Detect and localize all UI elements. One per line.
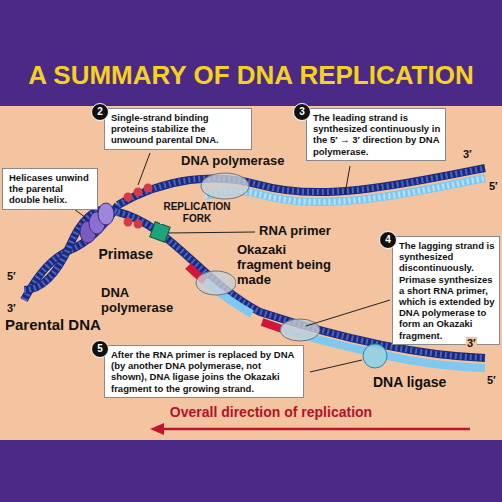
rna-primer: [262, 322, 282, 329]
part-label: 3′: [466, 337, 477, 350]
arrow-head: [150, 423, 164, 435]
callout-text: The lagging strand is synthesized discon…: [399, 240, 495, 341]
dna-polymerase: [280, 319, 320, 341]
callout-box: 4The lagging strand is synthesized disco…: [392, 236, 500, 345]
salmon-panel: [0, 106, 502, 440]
part-label: 5′: [488, 180, 499, 193]
direction-arrow: [162, 428, 470, 431]
primase: [150, 222, 171, 243]
callout-text: Single-strand binding proteins stabilize…: [111, 112, 247, 146]
part-label: REPLICATION FORK: [160, 201, 234, 224]
leader-line: [168, 232, 255, 233]
callout-number: 3: [293, 103, 311, 121]
dna-polymerase: [196, 271, 236, 295]
callout-box: 5After the RNA primer is replaced by DNA…: [104, 345, 304, 398]
parental-rungs: [118, 168, 485, 205]
callout-text: After the RNA primer is replaced by DNA …: [111, 349, 299, 394]
part-label: DNA ligase: [372, 374, 447, 390]
ssb-protein: [134, 188, 143, 197]
part-label: 3′: [462, 148, 473, 161]
leader-line: [306, 300, 390, 326]
callout-box: 3The leading strand is synthesized conti…: [306, 108, 446, 161]
callout-text: The leading strand is synthesized contin…: [313, 112, 441, 157]
callout-number: 2: [91, 103, 109, 121]
callout-text: Helicases unwind the parental double hel…: [9, 172, 93, 206]
ssb-protein: [124, 193, 133, 202]
part-label: 3′: [6, 302, 17, 315]
helicase: [98, 203, 114, 225]
leader-line: [345, 166, 350, 194]
ssb-protein: [134, 220, 143, 229]
part-label: RNA primer: [258, 224, 332, 239]
lagging-strand: [384, 355, 485, 368]
ssb-protein: [144, 184, 153, 193]
callout-number: 4: [379, 231, 397, 249]
callout-box: 2Single-strand binding proteins stabiliz…: [104, 108, 252, 150]
dna-ligase: [363, 344, 387, 368]
leader-line: [138, 153, 150, 185]
callout-number: 5: [91, 340, 109, 358]
callout-box: Helicases unwind the parental double hel…: [2, 168, 98, 210]
part-label: DNA polymerase: [180, 154, 286, 169]
part-label: 5′: [486, 374, 497, 387]
part-label: Parental DNA: [4, 316, 102, 333]
dna-polymerase: [201, 173, 249, 199]
ssb-protein: [124, 218, 133, 227]
title: A SUMMARY OF DNA REPLICATION: [0, 60, 502, 91]
parental-strand: [118, 168, 485, 205]
part-label: DNA polymerase: [100, 286, 182, 316]
part-label: Overall direction of replication: [150, 404, 392, 420]
leader-line: [310, 360, 362, 372]
part-label: 5′: [6, 270, 17, 283]
part-label: Primase: [92, 246, 154, 262]
part-label: Okazaki fragment being made: [236, 243, 338, 288]
